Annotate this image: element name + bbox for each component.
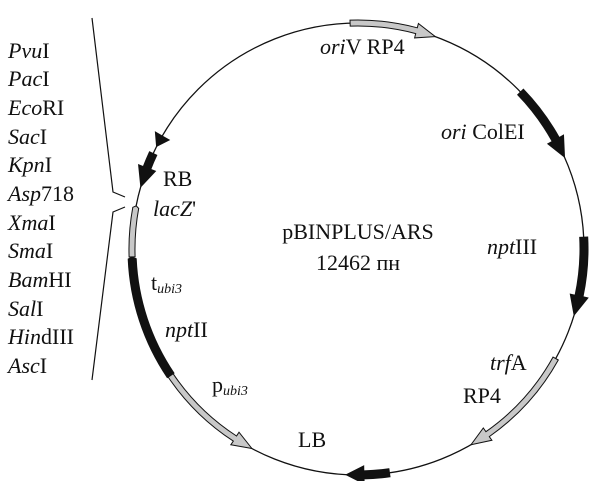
plasmid-name: pBINPLUS/ARS — [282, 219, 434, 244]
site-bamhi: BamHI — [8, 267, 72, 292]
feature-arrows — [127, 19, 589, 481]
label-tubi3: tubi3 — [151, 270, 182, 297]
site-sali: SalI — [8, 296, 43, 321]
oriv-rp4-arrow — [349, 19, 437, 39]
label-nptiii: nptIII — [487, 234, 537, 259]
site-xmai: XmaI — [7, 210, 56, 235]
trfa-rp4-arrow — [469, 356, 559, 446]
site-asp718: Asp718 — [6, 181, 74, 206]
label-trfa: trfA — [490, 350, 527, 375]
site-kpni: KpnI — [7, 152, 52, 177]
label-lacz: lacZ' — [153, 196, 196, 221]
label-lb: LB — [298, 427, 326, 452]
ori-cole1-arrow — [516, 88, 566, 159]
lb-arrow — [345, 465, 391, 481]
label-nptii: nptII — [165, 317, 208, 342]
polylinker-bracket-upper — [91, 17, 126, 198]
label-rb: RB — [163, 166, 192, 191]
plasmid-size: 12462 пн — [316, 250, 400, 275]
site-saci: SacI — [8, 124, 47, 149]
polylinker-bracket-lower — [91, 206, 126, 381]
label-rp4: RP4 — [463, 383, 501, 408]
lacz-arrow — [138, 151, 158, 188]
label-ori-cole1: ori ColEI — [441, 119, 525, 144]
restriction-site-list: PvuI PacI EcoRI SacI KpnI Asp718 XmaI Sm… — [6, 38, 74, 378]
label-pubi3: pubi3 — [212, 372, 248, 399]
label-oriv-rp4: oriV RP4 — [320, 34, 405, 59]
site-asci: AscI — [6, 353, 47, 378]
rb-arrow — [154, 131, 171, 148]
tubi3-arrow — [128, 205, 140, 258]
site-paci: PacI — [7, 66, 50, 91]
site-hindiii: HindIII — [7, 324, 74, 349]
nptiii-arrow — [569, 236, 589, 317]
site-ecori: EcoRI — [7, 95, 64, 120]
site-pvui: PvuI — [7, 38, 50, 63]
site-smai: SmaI — [8, 238, 53, 263]
